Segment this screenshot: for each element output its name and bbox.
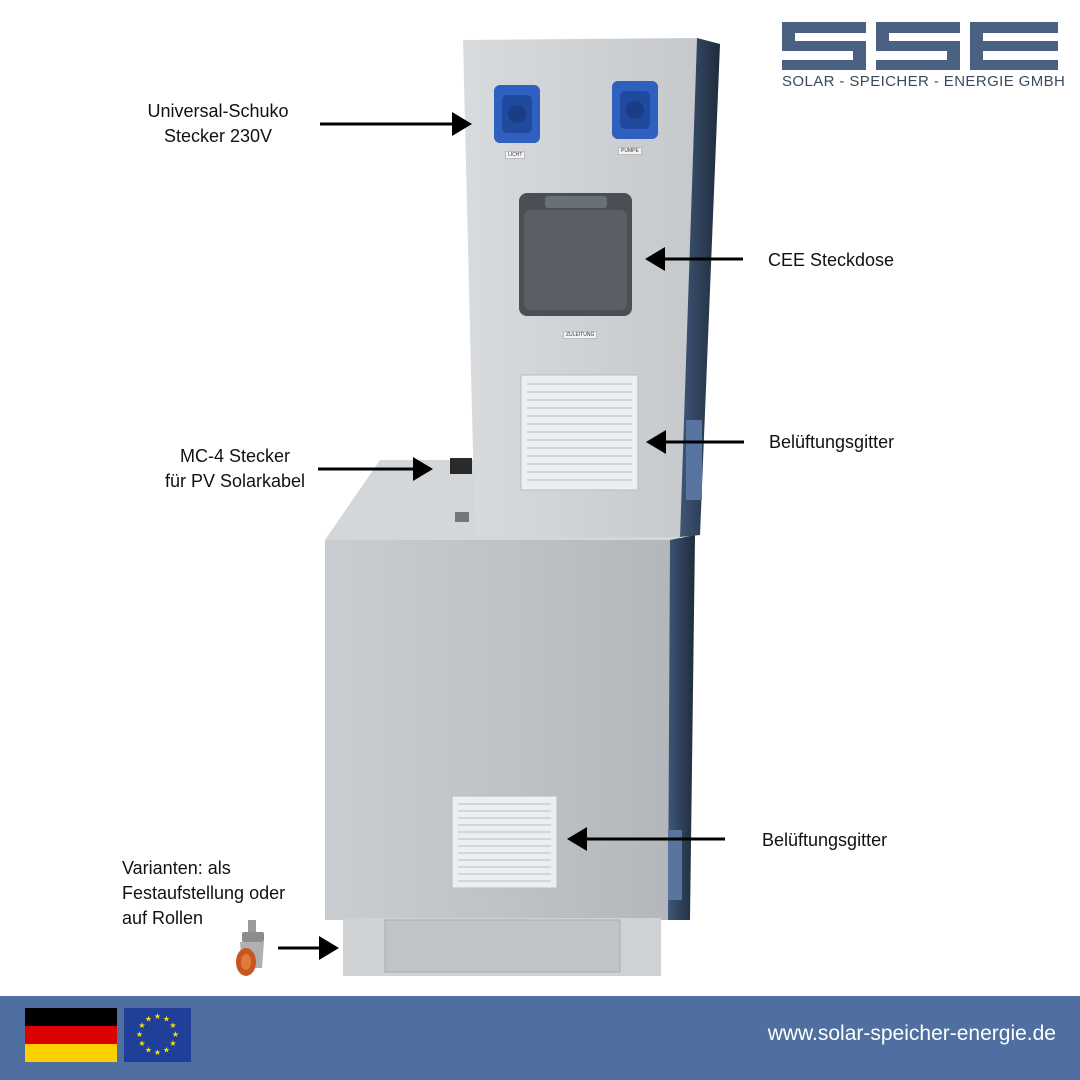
svg-text:★: ★ (145, 1015, 152, 1024)
svg-text:★: ★ (163, 1015, 170, 1024)
website-link[interactable]: www.solar-speicher-energie.de (767, 1022, 1056, 1045)
svg-text:★: ★ (145, 1046, 152, 1055)
caster-wheel-icon (236, 920, 264, 976)
svg-text:★: ★ (163, 1046, 170, 1055)
footer-bar: ★ ★ ★ ★ ★ ★ ★ ★ ★ ★ ★ ★ www.solar-speich… (0, 996, 1080, 1080)
svg-text:★: ★ (154, 1048, 161, 1057)
storage-cabinet-illustration (278, 38, 744, 976)
svg-text:★: ★ (136, 1030, 143, 1039)
svg-text:★: ★ (169, 1039, 176, 1048)
germany-flag-icon (25, 1008, 117, 1062)
svg-text:★: ★ (154, 1012, 161, 1021)
callout-mc4: MC-4 Stecker für PV Solarkabel (164, 446, 306, 491)
eu-flag-icon: ★ ★ ★ ★ ★ ★ ★ ★ ★ ★ ★ ★ (124, 1008, 191, 1062)
svg-text:★: ★ (138, 1021, 145, 1030)
callout-vent-top: Belüftungsgitter (769, 432, 895, 452)
svg-text:★: ★ (169, 1021, 176, 1030)
svg-text:★: ★ (138, 1039, 145, 1048)
sse-logo (782, 22, 1058, 70)
callout-vent-bottom: Belüftungsgitter (762, 830, 888, 850)
company-name: SOLAR - SPEICHER - ENERGIE GMBH (782, 73, 1066, 90)
callout-cee: CEE Steckdose (768, 250, 895, 270)
callout-variants: Varianten: als Festaufstellung oder auf … (122, 858, 286, 928)
socket-label-pumpe: PUMPE (618, 147, 642, 155)
socket-label-licht: LICHT (505, 151, 526, 159)
cee-label-zuleitung: ZULEITUNG (563, 331, 598, 339)
callout-schuko: Universal-Schuko Stecker 230V (147, 101, 289, 146)
svg-text:★: ★ (172, 1030, 179, 1039)
